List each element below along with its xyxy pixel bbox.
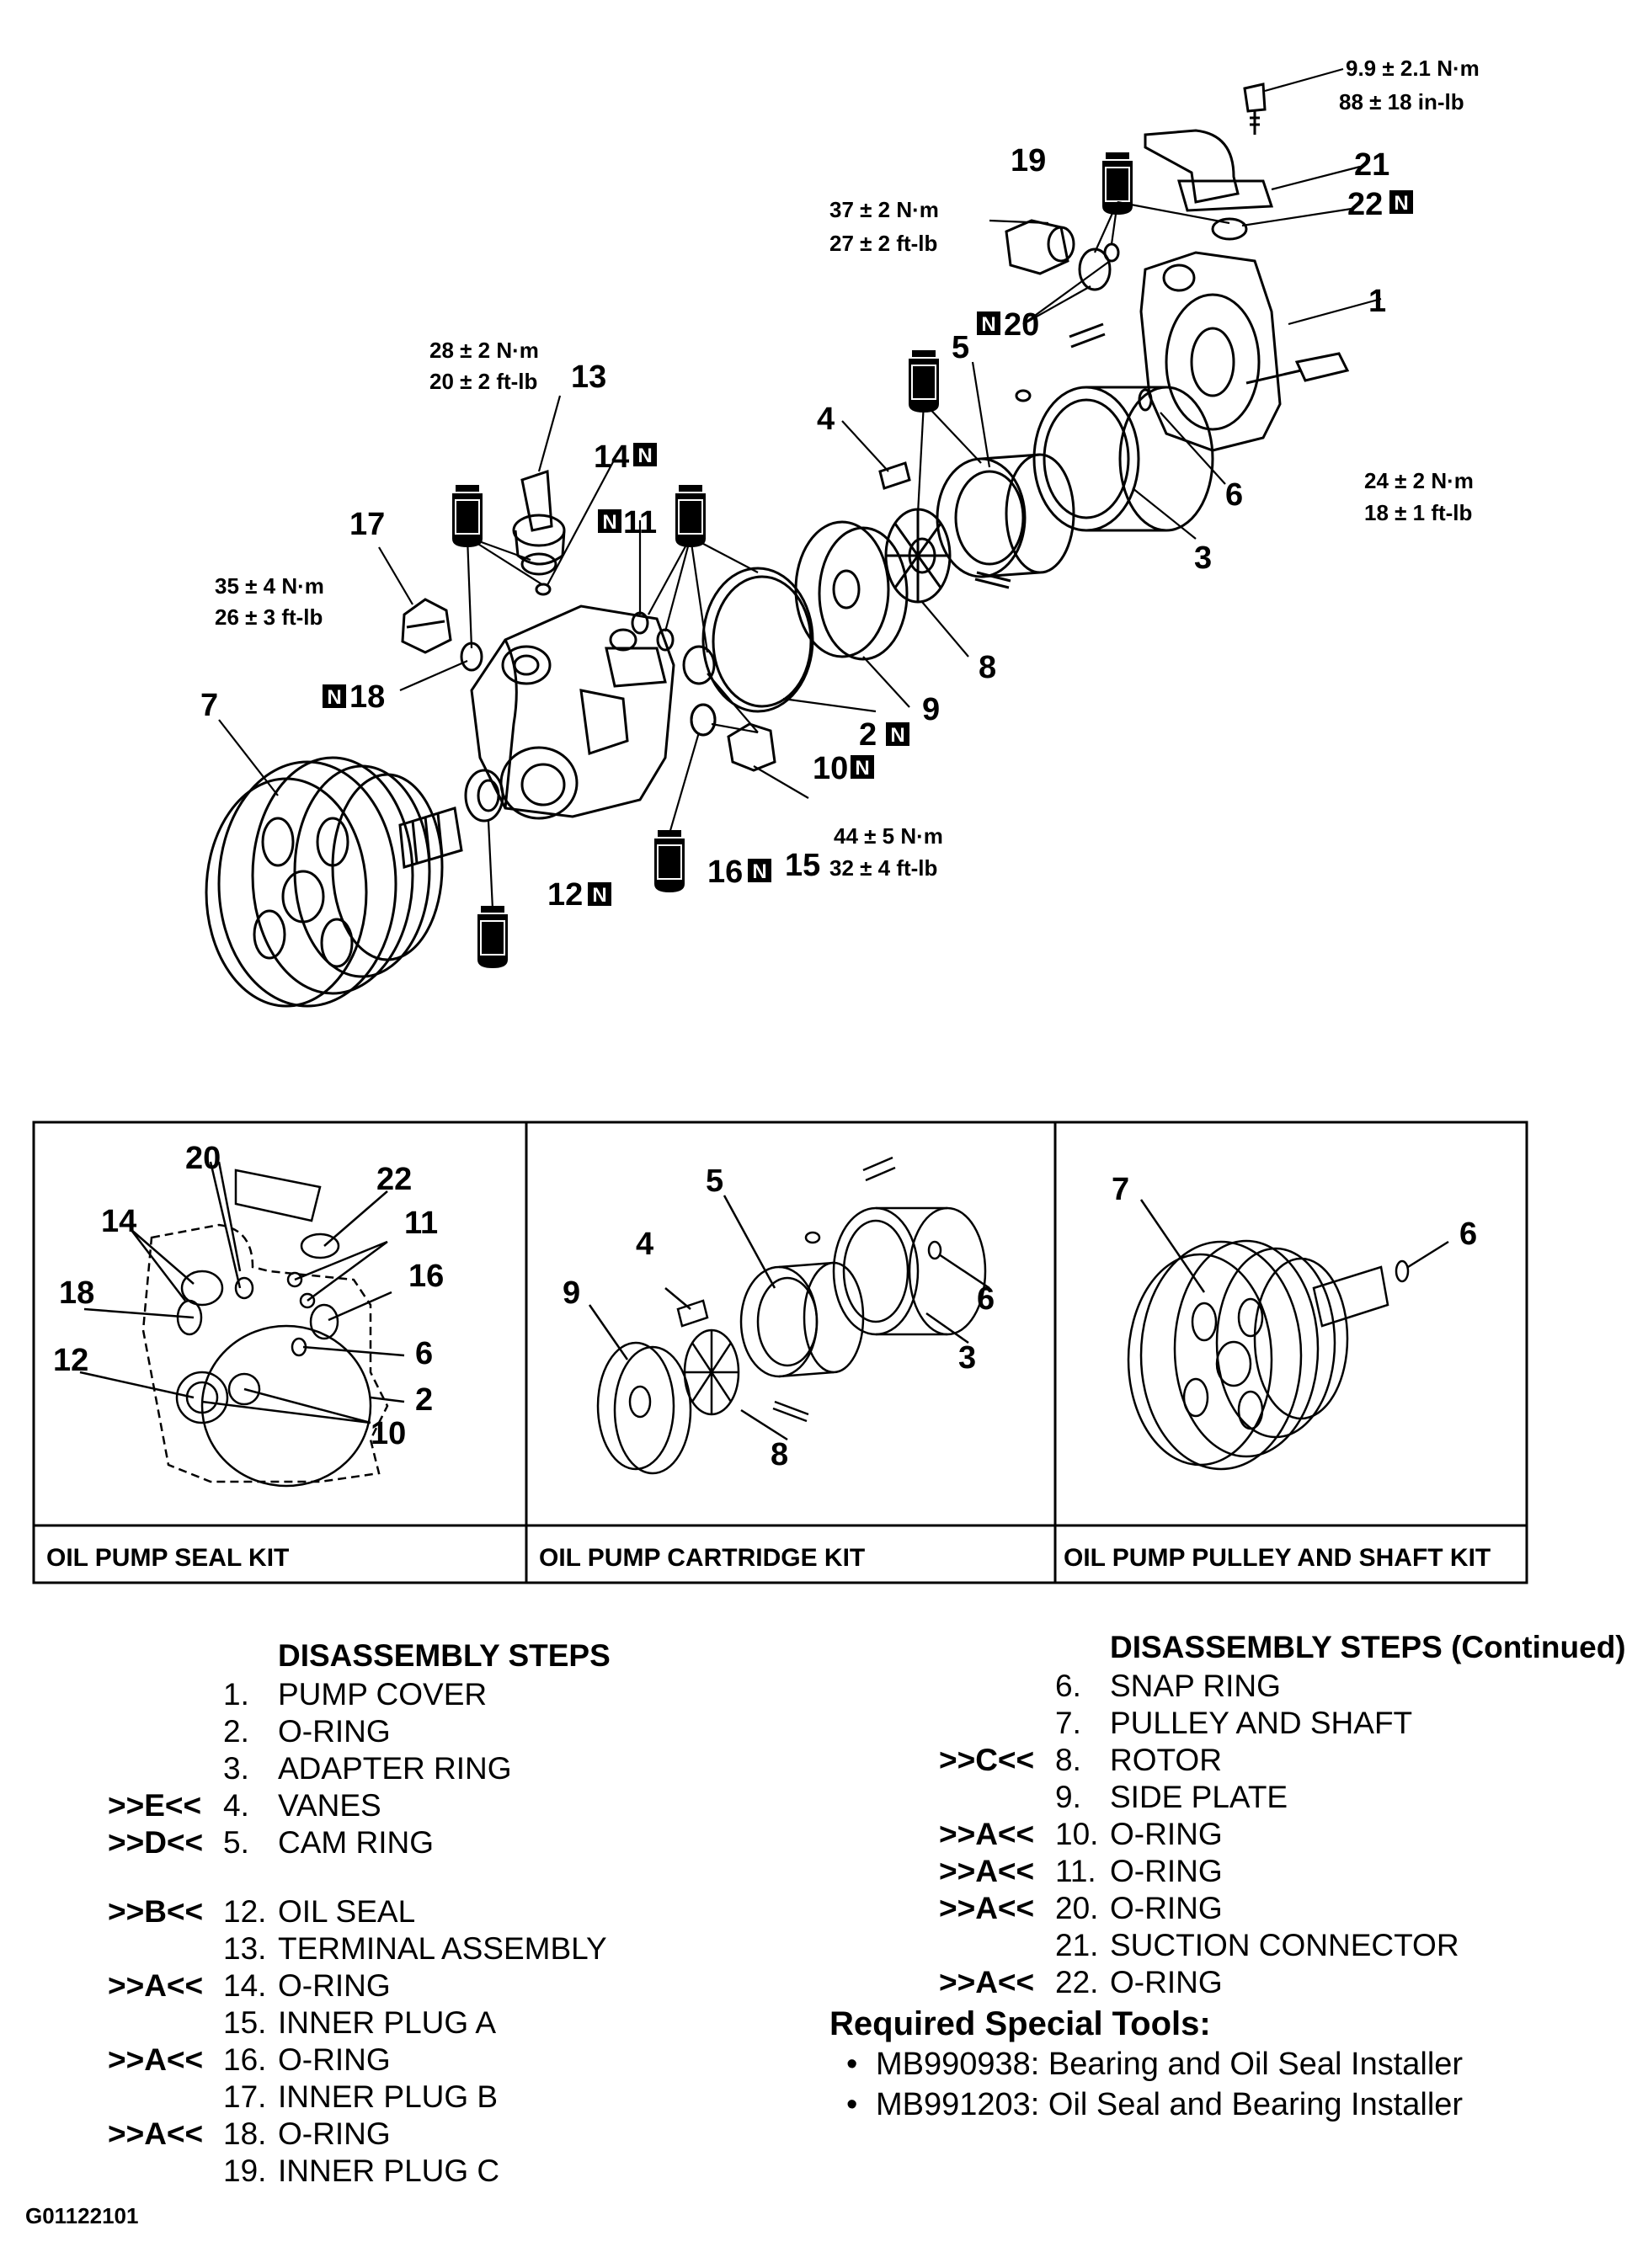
part-label-20: 20 bbox=[1004, 307, 1039, 343]
part-label-12: 12 bbox=[547, 877, 583, 913]
cartridge-kit-num-4: 4 bbox=[636, 1227, 653, 1262]
step-row: 1.PUMP COVER bbox=[223, 1677, 488, 1712]
cartridge-kit-sketch bbox=[588, 1156, 990, 1475]
disassembly-steps-left: DISASSEMBLY STEPS 1.PUMP COVER 2.O-RING … bbox=[0, 1637, 758, 2190]
figure-code: G01122101 bbox=[25, 2203, 139, 2228]
part-label-3: 3 bbox=[1194, 540, 1212, 576]
part-label-11: 11 bbox=[623, 505, 657, 540]
cartridge-kit-num-5: 5 bbox=[706, 1163, 723, 1199]
step-row: >>E<<4.VANES bbox=[108, 1788, 381, 1823]
cartridge-kit-label: OIL PUMP CARTRIDGE KIT bbox=[539, 1544, 865, 1572]
step-row: 3.ADAPTER RING bbox=[223, 1751, 512, 1786]
step-row: >>A<<20.O-RING bbox=[939, 1891, 1223, 1925]
cartridge-kit-num-3: 3 bbox=[958, 1340, 976, 1376]
part-label-21: 21 bbox=[1354, 147, 1389, 183]
part-label-2: 2 bbox=[859, 717, 877, 753]
disassembly-steps-right: DISASSEMBLY STEPS (Continued) 6.SNAP RIN… bbox=[842, 1629, 1642, 2001]
seal-kit-num-22: 22 bbox=[376, 1162, 412, 1197]
seal-kit-sketch bbox=[79, 1161, 405, 1488]
torque-17-nm: 35 ± 4 N·m bbox=[215, 573, 324, 599]
seal-kit-num-10: 10 bbox=[371, 1416, 406, 1451]
step-row: >>B<<12.OIL SEAL bbox=[108, 1894, 416, 1929]
torque-15-nm: 44 ± 5 N·m bbox=[834, 823, 943, 849]
tool-item: •MB990938: Bearing and Oil Seal Installe… bbox=[846, 2047, 1464, 2082]
pulley-kit-label: OIL PUMP PULLEY AND SHAFT KIT bbox=[1064, 1544, 1491, 1572]
part-label-9: 9 bbox=[922, 692, 940, 727]
step-row: >>A<<14.O-RING bbox=[108, 1968, 391, 2003]
pulley-kit-sketch bbox=[1127, 1199, 1449, 1471]
part-label-5: 5 bbox=[952, 330, 969, 365]
torque-top-nm: 9.9 ± 2.1 N·m bbox=[1346, 56, 1480, 81]
part-label-13: 13 bbox=[571, 359, 606, 395]
step-row: >>A<<11.O-RING bbox=[939, 1854, 1223, 1888]
cartridge-kit-num-9: 9 bbox=[563, 1275, 580, 1311]
seal-kit-num-6: 6 bbox=[415, 1336, 433, 1371]
step-row: 9.SIDE PLATE bbox=[1055, 1780, 1288, 1814]
part-label-19: 19 bbox=[1011, 143, 1046, 178]
oil-seal-12-drawing bbox=[464, 769, 504, 823]
pulley-kit-num-6: 6 bbox=[1459, 1217, 1477, 1252]
part-label-16: 16 bbox=[707, 854, 743, 890]
step-row: >>A<<18.O-RING bbox=[108, 2116, 391, 2151]
torque-19-nm: 37 ± 2 N·m bbox=[829, 197, 939, 222]
torque-13-nm: 28 ± 2 N·m bbox=[429, 338, 539, 363]
cartridge-kit-num-8: 8 bbox=[771, 1437, 788, 1472]
step-row: 7.PULLEY AND SHAFT bbox=[1055, 1706, 1413, 1740]
pulley-kit-num-7: 7 bbox=[1112, 1172, 1129, 1207]
kit-panels: 20 22 14 11 18 16 6 12 2 10 OIL PUMP SEA… bbox=[32, 1121, 1528, 1584]
part-label-6: 6 bbox=[1225, 477, 1243, 513]
step-row: >>A<<10.O-RING bbox=[939, 1817, 1223, 1851]
step-row: 6.SNAP RING bbox=[1055, 1669, 1281, 1703]
seal-kit-num-18: 18 bbox=[59, 1275, 94, 1311]
tool-item: •MB991203: Oil Seal and Bearing Installe… bbox=[846, 2087, 1464, 2122]
seal-kit-num-16: 16 bbox=[408, 1259, 444, 1294]
tools-header: Required Special Tools: bbox=[829, 2005, 1211, 2042]
step-row: >>A<<22.O-RING bbox=[939, 1965, 1223, 1999]
required-special-tools: Required Special Tools: •MB990938: Beari… bbox=[829, 2004, 1463, 2125]
seal-kit-num-12: 12 bbox=[53, 1343, 88, 1378]
seal-kit-num-11: 11 bbox=[404, 1206, 438, 1241]
step-row: 13.TERMINAL ASSEMBLY bbox=[223, 1931, 607, 1966]
part-label-18: 18 bbox=[349, 679, 385, 715]
step-row: 17.INNER PLUG B bbox=[223, 2079, 499, 2114]
seal-kit-num-20: 20 bbox=[185, 1141, 221, 1176]
part-label-14: 14 bbox=[594, 439, 629, 475]
pulley-drawing bbox=[205, 756, 463, 1008]
torque-15-imp: 32 ± 4 ft-lb bbox=[829, 855, 937, 881]
step-row: >>C<<8.ROTOR bbox=[939, 1743, 1222, 1777]
seal-kit-num-14: 14 bbox=[101, 1204, 136, 1239]
step-row: >>A<<16.O-RING bbox=[108, 2042, 391, 2077]
part-label-15: 15 bbox=[785, 848, 820, 883]
part-label-1: 1 bbox=[1368, 284, 1386, 319]
seal-kit-label: OIL PUMP SEAL KIT bbox=[46, 1544, 289, 1572]
steps-left-header: DISASSEMBLY STEPS bbox=[278, 1638, 611, 1673]
torque-13-imp: 20 ± 2 ft-lb bbox=[429, 369, 537, 394]
step-row: 15.INNER PLUG A bbox=[223, 2005, 497, 2040]
part-label-22: 22 bbox=[1347, 187, 1383, 222]
step-row: 19.INNER PLUG C bbox=[223, 2154, 500, 2188]
torque-17-imp: 26 ± 3 ft-lb bbox=[215, 604, 323, 630]
part-label-8: 8 bbox=[979, 650, 996, 685]
seal-kit-num-2: 2 bbox=[415, 1382, 433, 1418]
step-row: 2.O-RING bbox=[223, 1714, 391, 1749]
steps-right-header: DISASSEMBLY STEPS (Continued) bbox=[1110, 1630, 1626, 1664]
part-label-7: 7 bbox=[200, 688, 218, 723]
part-label-17: 17 bbox=[349, 507, 385, 542]
step-row: >>D<<5.CAM RING bbox=[108, 1825, 434, 1860]
torque-1-imp: 18 ± 1 ft-lb bbox=[1364, 500, 1472, 525]
part-label-4: 4 bbox=[817, 402, 835, 437]
pump-body-drawing bbox=[470, 604, 675, 820]
torque-19-imp: 27 ± 2 ft-lb bbox=[829, 231, 937, 256]
cartridge-kit-num-6: 6 bbox=[977, 1281, 995, 1317]
step-row: 21.SUCTION CONNECTOR bbox=[1055, 1928, 1459, 1962]
part-label-10: 10 bbox=[813, 751, 848, 786]
torque-1-nm: 24 ± 2 N·m bbox=[1364, 468, 1474, 493]
torque-top-imp: 88 ± 18 in-lb bbox=[1339, 89, 1464, 114]
exploded-view-diagram: N bbox=[200, 56, 1480, 1008]
